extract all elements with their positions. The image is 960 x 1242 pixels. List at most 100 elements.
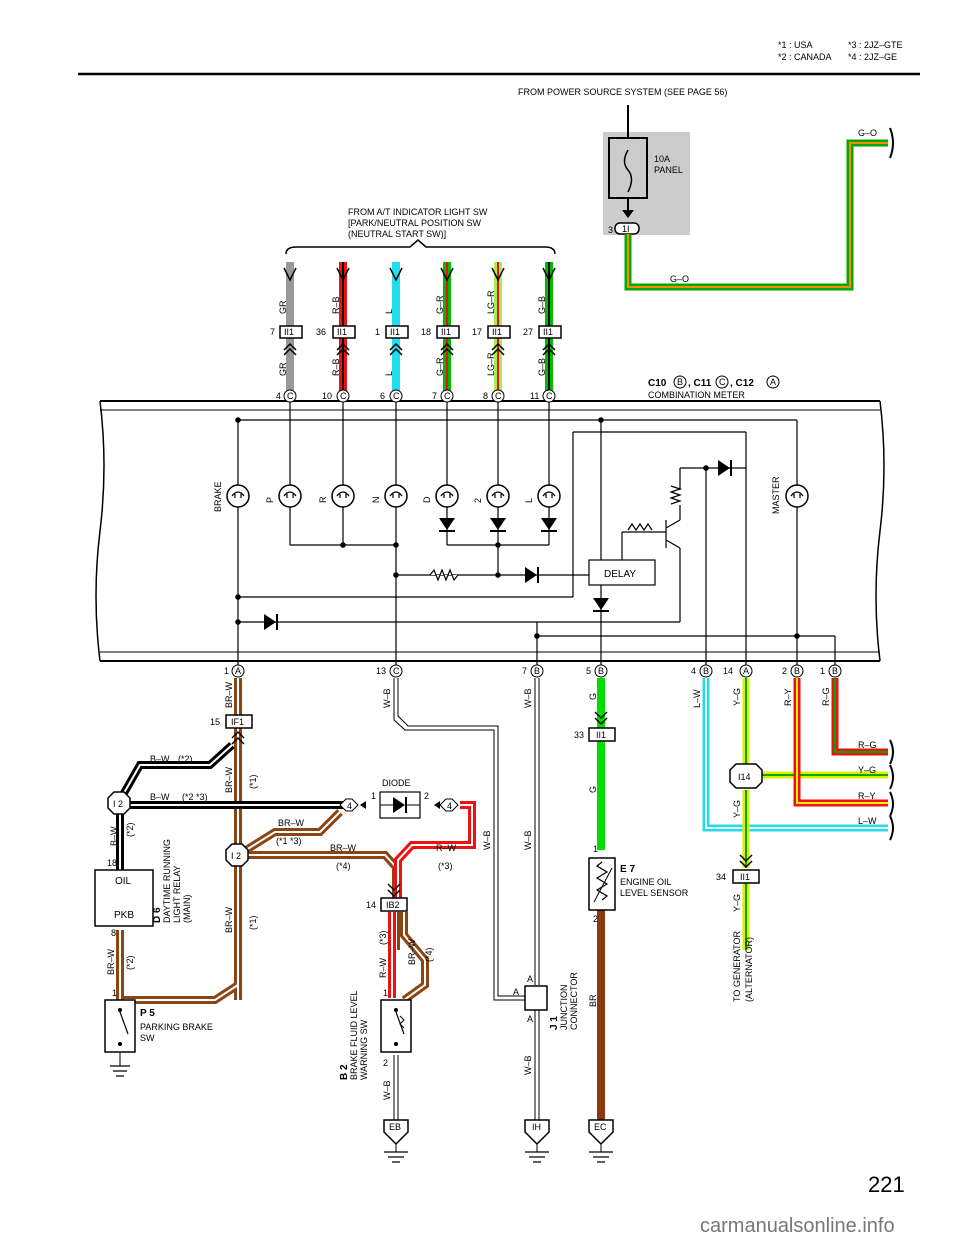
- legend-2jz-gte: *3 : 2JZ–GTE: [848, 40, 903, 50]
- ii1-connector-row: II1 II1 II1 II1 II1 II1 7 36 1 18 17 27: [270, 325, 562, 356]
- svg-text:II1: II1: [284, 327, 294, 337]
- svg-text:C: C: [546, 391, 553, 401]
- at-indicator-line3: (NEUTRAL START SW)]: [348, 229, 446, 239]
- svg-text:A: A: [743, 666, 749, 676]
- note-2-a: (*2): [178, 754, 193, 764]
- lamp-r-label: R: [318, 496, 328, 503]
- wire-label-yg-1: Y–G: [732, 688, 742, 706]
- svg-text:EC: EC: [594, 1122, 607, 1132]
- wire-label-brw-7: BR–W: [407, 938, 417, 965]
- svg-text:B: B: [677, 377, 683, 387]
- svg-text:1: 1: [383, 988, 388, 998]
- parking-code: P 5: [140, 1008, 155, 1019]
- lamp-n-label: N: [371, 497, 381, 504]
- wire-label-yg-right: Y–G: [858, 765, 876, 775]
- brake-fluid-switch: 1 2: [380, 988, 412, 1068]
- svg-text:2: 2: [782, 666, 787, 676]
- wire-label-rw-1: R–W: [436, 843, 457, 853]
- connector-i2-center: I 2: [225, 843, 249, 867]
- svg-text:4: 4: [691, 666, 696, 676]
- wire-label-wb-2: W–B: [523, 688, 533, 708]
- meter-top-pins: 4 10 6 7 8 11 C C C C C C: [276, 389, 556, 403]
- meter-c10: C10: [648, 378, 667, 389]
- svg-text:A: A: [513, 987, 519, 997]
- wire-label-brw-2: BR–W: [224, 766, 234, 793]
- svg-text:8: 8: [111, 928, 116, 938]
- watermark: carmanualsonline.info: [700, 1215, 895, 1237]
- connector-ib2: IB2 14: [366, 883, 408, 912]
- fuse-name: PANEL: [654, 165, 683, 175]
- wire-label-wb-6: W–B: [382, 1080, 392, 1100]
- power-source-label: FROM POWER SOURCE SYSTEM (SEE PAGE 56): [518, 87, 727, 97]
- wire-label-brw-1: BR–W: [224, 681, 234, 708]
- lamp-master-label: MASTER: [771, 476, 781, 514]
- connector-if1: IF1 15: [210, 714, 253, 745]
- lamp-d: [435, 484, 459, 508]
- connector-i14: I14: [729, 763, 763, 789]
- note-2-c: (*2): [125, 955, 135, 970]
- legend-2jz-ge: *4 : 2JZ–GE: [848, 52, 897, 62]
- lamp-r: [331, 484, 355, 508]
- parking-line1: PARKING BRAKE: [140, 1022, 213, 1032]
- oil-sensor-line1: ENGINE OIL: [620, 877, 672, 887]
- ground-ec: EC: [588, 1119, 614, 1163]
- svg-text:7: 7: [270, 327, 275, 337]
- brake-fluid-line2: WARNING SW: [359, 1019, 369, 1080]
- meter-diodes: [264, 460, 732, 630]
- note-1-a: (*1): [248, 774, 258, 789]
- svg-text:I14: I14: [738, 772, 751, 782]
- svg-text:18: 18: [421, 327, 431, 337]
- wire-r-w: [388, 801, 476, 998]
- oil-sensor-code: E 7: [620, 864, 635, 875]
- brake-fluid-line1: BRAKE FLUID LEVEL: [349, 990, 359, 1080]
- svg-text:A: A: [527, 974, 533, 984]
- svg-text:A: A: [235, 666, 241, 676]
- page-number: 221: [868, 1172, 905, 1197]
- svg-text:C: C: [393, 391, 400, 401]
- svg-text:R–B: R–B: [331, 296, 341, 314]
- svg-text:IF1: IF1: [231, 717, 244, 727]
- svg-text:27: 27: [523, 327, 533, 337]
- svg-text:DIODE: DIODE: [382, 778, 411, 788]
- wire-r-g: [831, 678, 888, 756]
- svg-text:1: 1: [371, 791, 376, 801]
- wire-g-o: [624, 139, 888, 291]
- svg-text:18: 18: [107, 858, 117, 868]
- wire-go-label-bottom: G–O: [670, 274, 689, 284]
- svg-text:5: 5: [586, 666, 591, 676]
- svg-text:C: C: [393, 666, 400, 676]
- lamp-master: [785, 484, 809, 508]
- relay-line2: LIGHT RELAY: [172, 865, 182, 923]
- wire-label-g-2: G: [588, 786, 598, 793]
- meter-c12: , C12: [730, 378, 754, 389]
- parking-brake-switch: 1: [104, 988, 136, 1077]
- svg-text:II1: II1: [492, 327, 502, 337]
- svg-text:15: 15: [210, 717, 220, 727]
- meter-title: COMBINATION METER: [648, 390, 745, 400]
- generator-line1: TO GENERATOR: [732, 930, 742, 1002]
- svg-text:2: 2: [593, 914, 598, 924]
- legend-usa: *1 : USA: [778, 40, 813, 50]
- wire-label-bw-3: B–W: [109, 826, 119, 846]
- wire-label-bw-1: B–W: [150, 754, 170, 764]
- junction-dots: [235, 417, 800, 639]
- note-13: (*1 *3): [276, 836, 302, 846]
- top-wire-labels: GR R–B L G–R LG–R G–B GR R–B L G–R LG–R …: [278, 290, 547, 376]
- svg-text:A: A: [770, 377, 776, 387]
- svg-text:LG–R: LG–R: [486, 352, 496, 376]
- wire-label-ry-right: R–Y: [858, 791, 876, 801]
- svg-text:1: 1: [224, 666, 229, 676]
- lamp-brake: [226, 484, 250, 508]
- indicator-lamps: [226, 484, 809, 508]
- svg-text:B: B: [703, 666, 709, 676]
- wire-label-wb-4: W–B: [482, 830, 492, 850]
- wire-label-rw-2: R–W: [378, 957, 388, 978]
- relay-code: D 6: [152, 907, 163, 923]
- svg-text:A: A: [527, 1014, 533, 1024]
- svg-text:C: C: [719, 377, 726, 387]
- svg-text:II1: II1: [390, 327, 400, 337]
- wire-label-yg-3: Y–G: [732, 894, 742, 912]
- meter-bottom-pins: 1 13 7 5 4 14 2 1 A C B B B A B B: [224, 664, 842, 678]
- connector-ii1-yg: II1 34: [716, 854, 760, 884]
